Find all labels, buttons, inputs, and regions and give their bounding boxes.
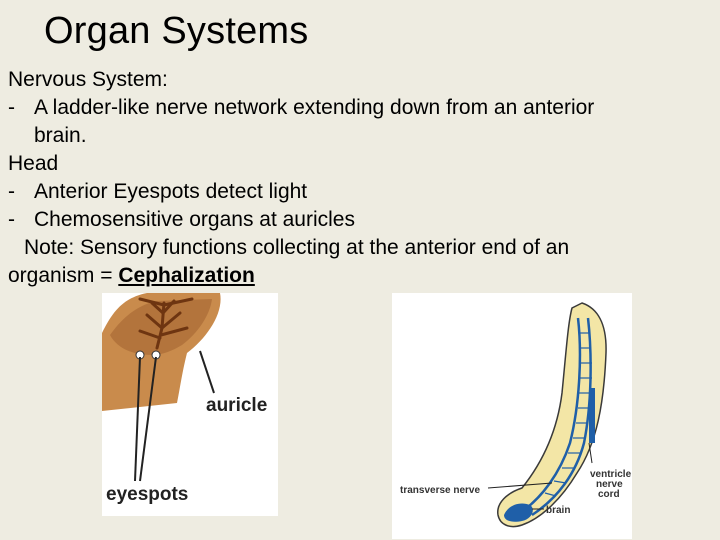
cephalization-term: Cephalization [118,264,255,287]
cord-label: cord [598,489,620,500]
note-line-continued: organism = Cephalization [8,264,255,287]
slide-body: Nervous System: -A ladder-like nerve net… [8,66,708,290]
transverse-nerve-label: transverse nerve [400,485,480,496]
head-bullet-eyespots: -Anterior Eyespots detect light [8,180,308,203]
planarian-nervous-system-figure: ventricle nerve cord transverse nerve br… [392,293,632,539]
eyespots-label: eyespots [106,484,188,505]
slide-title: Organ Systems [44,10,309,52]
brain-label: brain [546,505,570,516]
nervous-system-bullet: -A ladder-like nerve network extending d… [8,96,595,119]
ventricle-label: ventricle [590,469,632,480]
note-line: Note: Sensory functions collecting at th… [24,236,570,259]
nerve-label: nerve [596,479,623,490]
nervous-system-heading: Nervous System: [8,68,168,91]
planarian-head-illustration: auricle eyespots [102,293,267,505]
planarian-nervous-system-illustration: ventricle nerve cord transverse nerve br… [400,302,632,528]
auricle-label: auricle [206,395,267,416]
nervous-system-bullet-continued: brain. [34,124,87,147]
head-bullet-auricles: -Chemosensitive organs at auricles [8,208,355,231]
planarian-head-figure: auricle eyespots [102,293,278,516]
head-heading: Head [8,152,59,175]
